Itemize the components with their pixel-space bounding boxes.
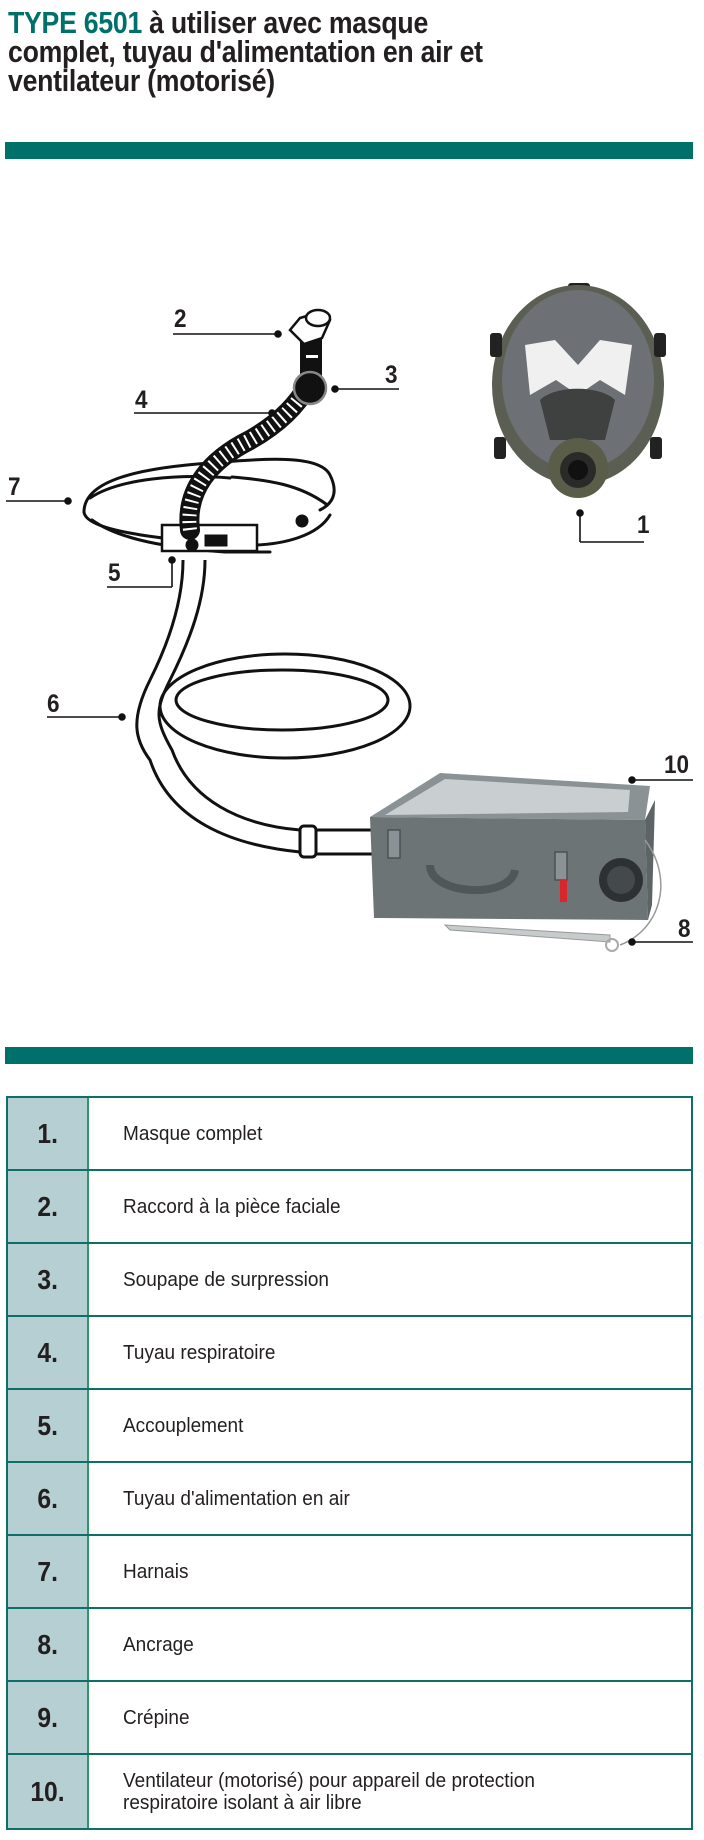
harness-illustration [82,457,336,554]
part-label: Harnais [123,1560,189,1583]
part-number: 3. [8,1244,89,1315]
breathing-hose-illustration [179,375,318,540]
callout-1: 1 [637,511,650,539]
callout-8: 8 [678,915,691,943]
part-number: 1. [8,1098,89,1169]
table-row: 1. Masque complet [8,1098,691,1171]
full-face-mask-image [490,283,666,498]
part-label: Raccord à la pièce faciale [123,1195,341,1218]
part-number: 5. [8,1390,89,1461]
callout-7: 7 [8,473,21,501]
table-row: 6. Tuyau d'alimentation en air [8,1463,691,1536]
part-number: 2. [8,1171,89,1242]
parts-table: 1. Masque complet 2. Raccord à la pièce … [6,1096,693,1830]
part-number: 8. [8,1609,89,1680]
table-row: 9. Crépine [8,1682,691,1755]
callout-6: 6 [47,690,60,718]
table-row: 8. Ancrage [8,1609,691,1682]
part-number: 4. [8,1317,89,1388]
table-row: 5. Accouplement [8,1390,691,1463]
callout-2: 2 [174,305,187,333]
product-type: TYPE 6501 [8,5,143,40]
section-divider-table [5,1047,693,1064]
air-supply-hose-illustration [135,559,412,859]
title-line-2: complet, tuyau d'alimentation en air et [8,34,483,69]
table-row: 2. Raccord à la pièce faciale [8,1171,691,1244]
part-number: 9. [8,1682,89,1753]
table-row: 10. Ventilateur (motorisé) pour appareil… [8,1755,691,1828]
part-number: 10. [8,1755,89,1828]
callout-leaders [6,330,693,946]
part-label: Tuyau d'alimentation en air [123,1487,350,1510]
part-label: Accouplement [123,1414,244,1437]
part-label: Soupape de surpression [123,1268,329,1291]
part-number: 6. [8,1463,89,1534]
part-label: Crépine [123,1706,190,1729]
section-divider-top [5,142,693,159]
title-line-3: ventilateur (motorisé) [8,63,275,98]
table-row: 4. Tuyau respiratoire [8,1317,691,1390]
callout-3: 3 [385,361,398,389]
equipment-diagram: 1 2 3 4 5 6 7 8 10 [0,160,704,1040]
table-row: 3. Soupape de surpression [8,1244,691,1317]
title-line-1: TYPE 6501 à utiliser avec masque [8,5,429,40]
callout-10: 10 [664,751,690,779]
part-number: 7. [8,1536,89,1607]
connector-illustration [288,308,332,406]
part-label: Masque complet [123,1122,263,1145]
part-label: Ancrage [123,1633,194,1656]
part-label: Ventilateur (motorisé) pour appareil de … [123,1769,535,1814]
blower-box-image [370,773,662,952]
table-row: 7. Harnais [8,1536,691,1609]
callout-4: 4 [135,386,148,414]
part-label: Tuyau respiratoire [123,1341,276,1364]
page-title: TYPE 6501 à utiliser avec masque complet… [8,5,593,98]
callout-5: 5 [108,559,121,587]
